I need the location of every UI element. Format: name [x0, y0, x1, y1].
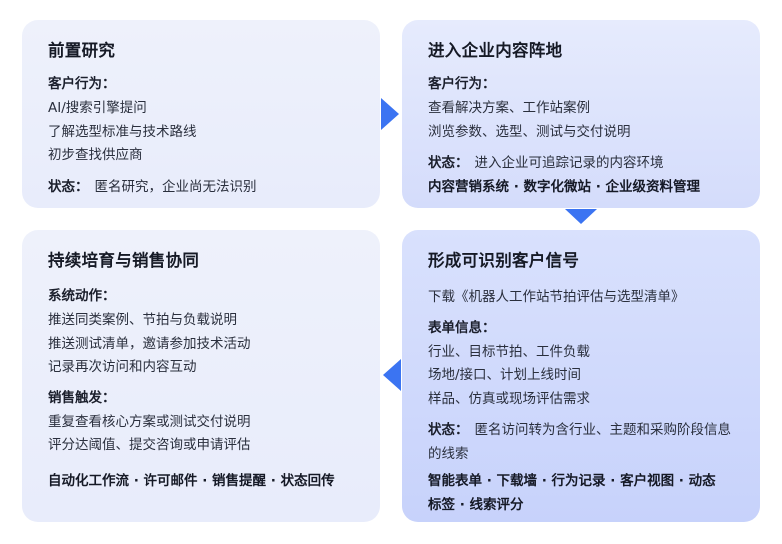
form-info-item: 样品、仿真或现场评估需求	[428, 390, 590, 407]
arrow-left-icon	[383, 359, 401, 391]
status-text: 匿名访问转为含行业、主题和采购阶段信息	[474, 422, 732, 438]
stage-title: 形成可识别客户信号	[428, 251, 580, 270]
form-info-label: 表单信息：	[428, 319, 496, 336]
system-action-item: 记录再次访问和内容互动	[48, 359, 197, 375]
behavior-item: AI/搜索引擎提问	[48, 100, 147, 116]
behavior-label: 客户行为：	[48, 76, 116, 92]
behavior-label: 客户行为：	[428, 76, 496, 92]
tool-tags-cont: 标签 · 线索评分	[428, 496, 524, 513]
behavior-item: 查看解决方案、工作站案例	[428, 100, 590, 116]
status-line: 状态： 匿名访问转为含行业、主题和采购阶段信息	[428, 419, 740, 443]
tool-tags: 内容营销系统 · 数字化微站 · 企业级资料管理	[428, 178, 701, 195]
download-item: 下载《机器人工作站节拍评估与选型清单》	[428, 289, 685, 305]
status-text: 进入企业可追踪记录的内容环境	[474, 155, 664, 171]
stage-card-signal: 形成可识别客户信号 下载《机器人工作站节拍评估与选型清单》 表单信息： 行业、目…	[402, 230, 760, 522]
sales-trigger-item: 重复查看核心方案或测试交付说明	[48, 413, 251, 430]
status-label: 状态：	[428, 422, 469, 438]
stage-title: 持续培育与销售协同	[48, 251, 200, 270]
status-label: 状态：	[428, 155, 469, 171]
status-label: 状态：	[48, 178, 89, 195]
behavior-item: 浏览参数、选型、测试与交付说明	[428, 123, 631, 140]
status-line: 状态： 匿名研究，企业尚无法识别	[48, 176, 360, 200]
behavior-item: 了解选型标准与技术路线	[48, 123, 197, 140]
stage-card-enter: 进入企业内容阵地 客户行为： 查看解决方案、工作站案例 浏览参数、选型、测试与交…	[402, 20, 760, 208]
sales-trigger-label: 销售触发：	[48, 389, 116, 406]
status-line: 状态： 进入企业可追踪记录的内容环境	[428, 152, 740, 176]
system-action-item: 推送测试清单，邀请参加技术活动	[48, 335, 251, 352]
behavior-item: 初步查找供应商	[48, 147, 143, 163]
arrow-right-icon	[381, 98, 399, 130]
tool-tags: 智能表单 · 下载墙 · 行为记录 · 客户视图 · 动态	[428, 473, 716, 489]
form-info-item: 行业、目标节拍、工件负载	[428, 343, 590, 360]
stage-card-nurture: 持续培育与销售协同 系统动作： 推送同类案例、节拍与负载说明 推送测试清单，邀请…	[22, 230, 380, 522]
system-action-item: 推送同类案例、节拍与负载说明	[48, 312, 237, 328]
system-action-label: 系统动作：	[48, 288, 116, 304]
status-text: 匿名研究，企业尚无法识别	[94, 178, 257, 195]
sales-trigger-item: 评分达阈值、提交咨询或申请评估	[48, 437, 251, 453]
stage-card-research: 前置研究 客户行为： AI/搜索引擎提问 了解选型标准与技术路线 初步查找供应商…	[22, 20, 380, 208]
form-info-item: 场地/接口、计划上线时间	[428, 367, 582, 383]
stage-title: 进入企业内容阵地	[428, 41, 563, 60]
arrow-down-icon	[565, 209, 597, 224]
tool-tags: 自动化工作流 · 许可邮件 · 销售提醒 · 状态回传	[48, 472, 335, 489]
stage-title: 前置研究	[48, 41, 116, 60]
status-text-cont: 的线索	[428, 445, 469, 462]
